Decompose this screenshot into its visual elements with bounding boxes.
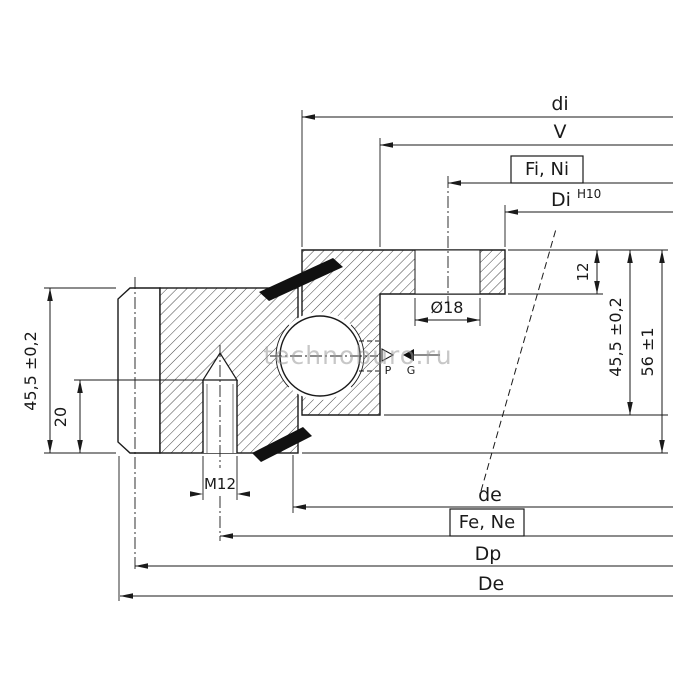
watermark: technoburo.ru: [263, 341, 452, 370]
arrowhead: [47, 288, 53, 301]
label-De: De: [478, 573, 504, 595]
inner-raceway-arc: [350, 324, 365, 388]
grease-label-p: P: [385, 364, 392, 377]
reference-dashed-line: [480, 228, 557, 492]
centerlines: [134, 176, 449, 571]
arrowhead: [77, 380, 83, 393]
bottom-seal: [252, 427, 312, 462]
arrowhead: [135, 563, 148, 569]
label-thread-depth: 20: [51, 407, 70, 427]
arrowhead: [448, 180, 461, 186]
arrowhead: [237, 491, 250, 497]
fixing-hole-18: [414, 249, 481, 295]
label-di: di: [551, 93, 568, 115]
label-dp: Dp: [475, 543, 502, 565]
gear-tooth-profile: [117, 287, 161, 454]
label-Di: Di: [551, 189, 571, 211]
label-step-height: 12: [574, 262, 592, 281]
arrowhead: [505, 209, 518, 215]
arrowhead: [594, 250, 600, 263]
arrowhead: [220, 533, 233, 539]
section-geometry: P G: [117, 249, 506, 462]
arrowhead: [627, 250, 633, 263]
dimension-arrowheads: [47, 114, 665, 599]
label-box-fe-ne: [449, 508, 525, 537]
label-inner-height: 45,5 ±0,2: [606, 297, 625, 377]
grease-marker-p-icon: [381, 348, 395, 362]
arrowhead: [659, 440, 665, 453]
label-Di-tolerance: H10: [577, 187, 601, 201]
dimension-labels: di V Fi, Ni Di H10 de Fe, Ne Dp De 45,5 …: [21, 93, 657, 595]
label-fi-ni: Fi, Ni: [525, 159, 569, 180]
arrowhead: [77, 440, 83, 453]
arrowhead: [659, 250, 665, 263]
top-seal: [259, 258, 343, 301]
arrowhead: [190, 491, 203, 497]
arrowhead: [594, 281, 600, 294]
label-fe-ne: Fe, Ne: [459, 512, 515, 533]
label-thread: M12: [204, 475, 236, 493]
arrowhead: [467, 317, 480, 323]
label-outer-height: 45,5 ±0,2: [21, 331, 40, 411]
arrowhead: [120, 593, 133, 599]
arrowhead: [415, 317, 428, 323]
label-total-height: 56 ±1: [638, 327, 657, 376]
grease-label-g: G: [407, 364, 416, 377]
dimension-lines: [49, 116, 673, 597]
grease-marker-g-icon: [403, 349, 414, 361]
label-fixing-hole: Ø18: [431, 298, 464, 317]
arrowhead: [302, 114, 315, 120]
label-box-fi-ni: [510, 155, 584, 184]
grease-point-markers: P G: [381, 348, 440, 377]
arrowhead: [380, 142, 393, 148]
arrowhead: [627, 402, 633, 415]
label-v: V: [554, 121, 567, 143]
arrowhead: [293, 504, 306, 510]
label-de: de: [478, 484, 502, 506]
arrowhead: [47, 440, 53, 453]
